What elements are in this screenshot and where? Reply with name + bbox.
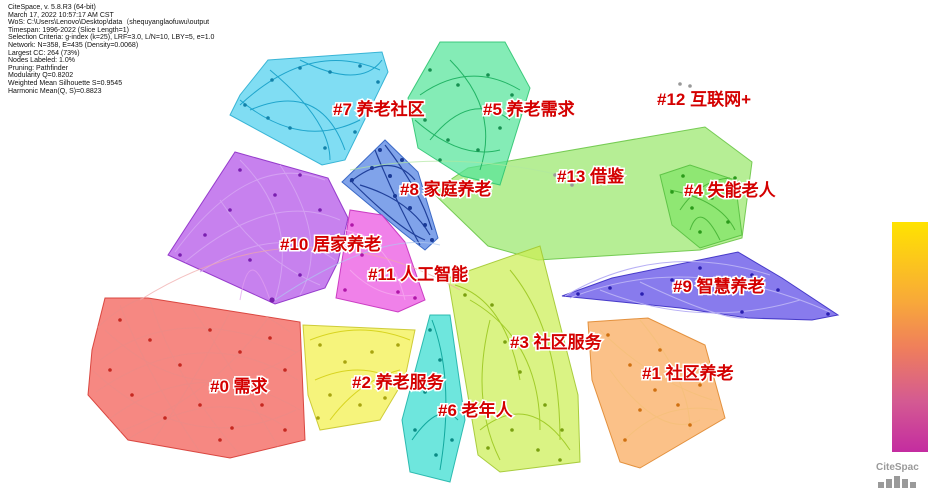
brand-text: CiteSpac <box>876 462 919 473</box>
network-nodes <box>108 64 830 462</box>
cluster-4-links <box>669 177 736 241</box>
cluster-label-9: #9 智慧养老 <box>673 276 765 296</box>
cluster-11-hull <box>335 209 426 313</box>
cluster-9-links <box>564 261 831 319</box>
cluster-label-7: #7 养老社区 <box>333 99 425 119</box>
meta-line: Nodes Labeled: 1.0% <box>8 57 75 65</box>
meta-line: Timespan: 1996-2022 (Slice Length=1) <box>8 26 129 34</box>
meta-line: Selection Criteria: g-index (k=25), LRF=… <box>8 34 215 42</box>
cluster-2-hull <box>302 324 416 431</box>
cluster-9-hull <box>561 251 840 321</box>
cluster-8-links <box>349 144 433 246</box>
year-color-legend <box>892 222 928 452</box>
cluster-1-hull <box>587 317 726 469</box>
brand-bars-icon <box>878 476 916 488</box>
cluster-label-0: #0 需求 <box>210 376 268 396</box>
cluster-5-hull <box>407 41 531 186</box>
cluster-1-links <box>599 319 719 446</box>
cluster-label-10: #10 居家养老 <box>280 234 381 254</box>
cluster-label-12: #12 互联网+ <box>657 90 751 109</box>
network-summary: CiteSpace, v. 5.8.R3 (64-bit) March 17, … <box>8 4 258 95</box>
cluster-label-5: #5 养老需求 <box>483 99 575 119</box>
cluster-2-links <box>309 329 411 421</box>
cluster-5-links <box>414 59 521 171</box>
inter-cluster-links <box>139 160 561 301</box>
cluster-3-hull <box>447 245 581 473</box>
cluster-labels: #0 需求 #1 社区养老 #2 养老服务 #3 社区服务 #4 失能老人 #5… <box>209 89 779 422</box>
cluster-label-8: #8 家庭养老 <box>400 179 492 199</box>
cluster-10-hull <box>167 151 349 305</box>
cluster-label-6: #6 老年人 <box>438 400 514 420</box>
citespace-logo: CiteSpac <box>876 462 928 488</box>
cluster-label-1: #1 社区养老 <box>642 363 734 383</box>
cluster-label-2: #2 养老服务 <box>352 372 445 392</box>
meta-line: Modularity Q=0.8202 <box>8 72 74 80</box>
meta-line: CiteSpace, v. 5.8.R3 (64-bit) <box>8 4 96 11</box>
cluster-label-13: #13 借鉴 <box>557 166 625 186</box>
cluster-label-11: #11 人工智能 <box>368 264 468 284</box>
cluster-6-links <box>411 319 459 471</box>
cluster-7-links <box>239 59 383 161</box>
meta-line: Network: N=358, E=435 (Density=0.0068) <box>8 41 139 49</box>
cluster-6-hull <box>401 314 466 483</box>
meta-line: Harmonic Mean(Q, S)=0.8823 <box>8 87 102 95</box>
cluster-4-hull <box>659 164 743 249</box>
cluster-0-hull <box>87 297 306 459</box>
meta-line: Weighted Mean Silhouette S=0.9545 <box>8 79 123 87</box>
cluster-label-3: #3 社区服务 <box>510 332 603 352</box>
cluster-label-4: #4 失能老人 <box>684 180 777 200</box>
meta-line: Largest CC: 264 (73%) <box>8 49 80 57</box>
cluster-13-hull <box>431 126 753 261</box>
cluster-11-links <box>344 229 416 301</box>
meta-line: WoS: C:\Users\Lenovo\Desktop\data（shequy… <box>8 19 210 27</box>
cluster-3-links <box>454 269 571 461</box>
meta-line: Pruning: Pathfinder <box>8 64 68 72</box>
meta-line: March 17, 2022 10:57:17 AM CST <box>8 11 114 19</box>
